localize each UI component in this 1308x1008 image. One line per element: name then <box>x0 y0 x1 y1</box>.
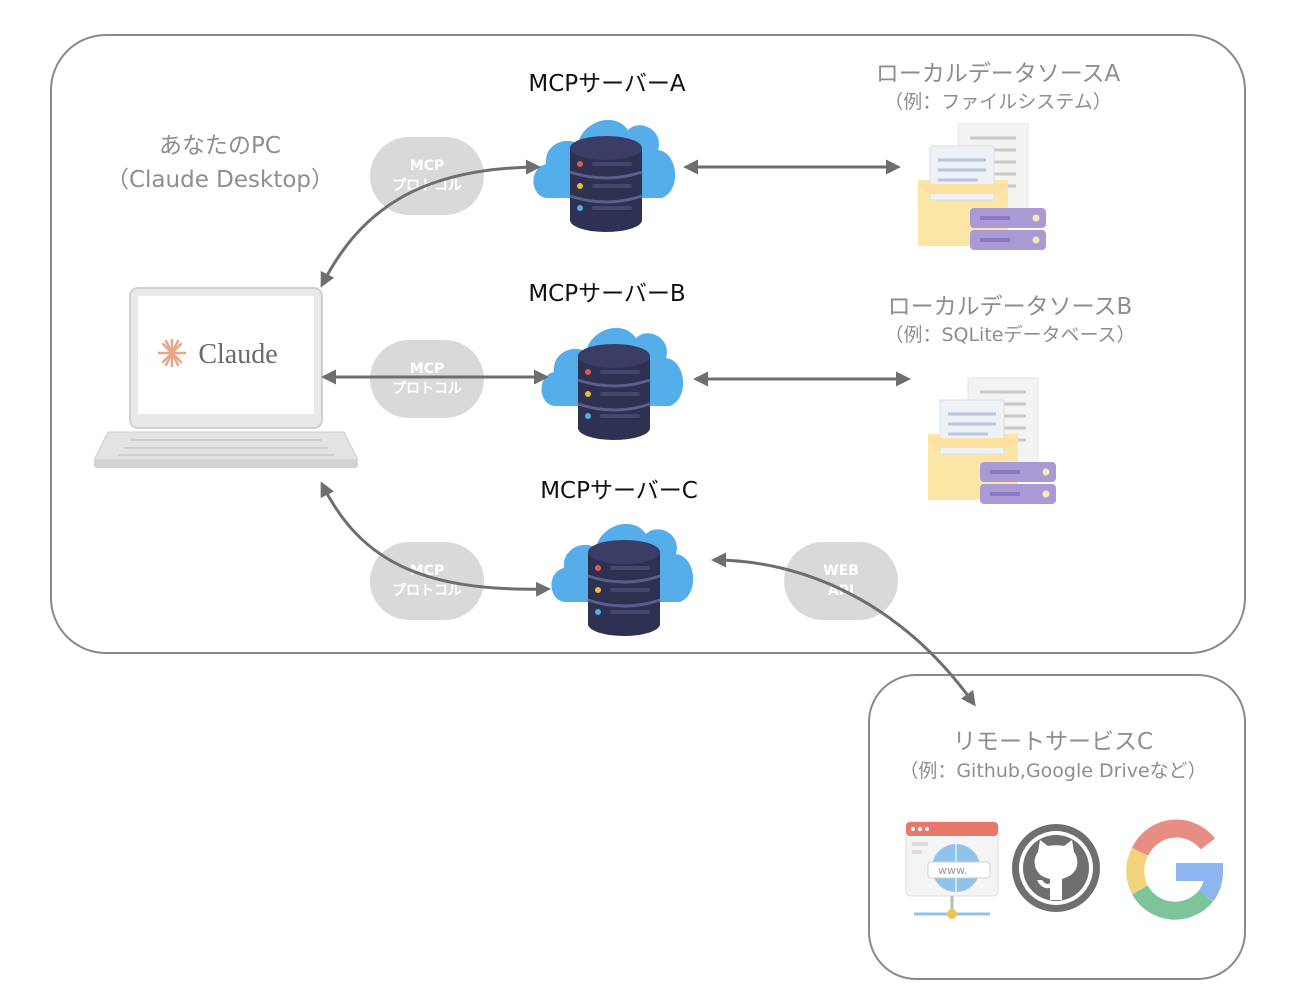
remote-title: リモートサービスC <box>952 729 1154 755</box>
remote-service-container <box>868 674 1246 980</box>
data-source-b-icon <box>926 376 1058 506</box>
data-source-b-title: ローカルデータソースB <box>887 294 1133 320</box>
pc-title: あなたのPC <box>159 133 281 159</box>
pill-line2: プロトコル <box>392 381 462 397</box>
connection-arrows <box>320 159 976 707</box>
server-a-icon <box>531 118 677 234</box>
server-c-label: MCPサーバーC <box>540 478 698 504</box>
github-icon <box>1012 824 1100 912</box>
laptop-brand-text: Claude <box>198 339 277 370</box>
data-source-b-subtitle: （例：SQLiteデータベース） <box>884 324 1136 346</box>
data-source-a-subtitle: （例：ファイルシステム） <box>884 91 1112 113</box>
arrow-server-c-remote <box>711 552 976 707</box>
arrow-pc-server-c <box>320 481 551 597</box>
server-c-icon <box>549 522 695 638</box>
data-source-a-title: ローカルデータソースA <box>875 61 1121 87</box>
server-b-icon <box>539 326 685 442</box>
google-icon <box>1126 819 1224 920</box>
data-source-a-icon <box>916 122 1048 252</box>
arrow-pc-server-a <box>320 159 541 288</box>
web-browser-icon: www. <box>905 821 999 919</box>
www-text: www. <box>938 864 967 877</box>
claude-logo-icon <box>157 338 187 368</box>
pc-subtitle: （Claude Desktop） <box>105 167 335 193</box>
laptop-icon: Claude <box>93 287 359 468</box>
pc-container <box>50 34 1246 654</box>
server-a-label: MCPサーバーA <box>528 71 686 97</box>
remote-subtitle: （例：Github,Google Driveなど） <box>899 760 1207 782</box>
server-b-label: MCPサーバーB <box>528 281 686 307</box>
